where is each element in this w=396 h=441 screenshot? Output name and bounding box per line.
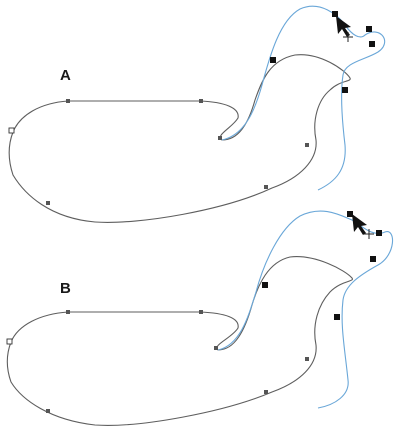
anchor-point[interactable] — [46, 201, 50, 205]
anchor-point[interactable] — [264, 185, 268, 189]
arrow-cursor-icon — [336, 16, 351, 37]
anchor-point[interactable] — [46, 409, 50, 413]
anchor-point[interactable] — [305, 143, 309, 147]
anchor-point-endpoint[interactable] — [8, 127, 15, 134]
selected-anchor[interactable] — [332, 11, 338, 17]
crosshair-icon — [364, 229, 374, 239]
arrow-cursor-icon — [352, 214, 367, 235]
selected-anchor[interactable] — [347, 211, 353, 217]
modified-path-a — [221, 5, 385, 191]
original-path-b — [6, 256, 353, 426]
anchor-point[interactable] — [214, 346, 218, 350]
selected-anchor[interactable] — [376, 230, 382, 236]
anchor-point[interactable] — [199, 99, 203, 103]
panel-label-b: B — [60, 280, 71, 297]
selected-anchor[interactable] — [270, 57, 276, 63]
selected-anchor[interactable] — [366, 26, 372, 32]
anchor-point[interactable] — [66, 99, 70, 103]
selected-anchor[interactable] — [262, 282, 268, 288]
selected-anchor[interactable] — [334, 314, 340, 320]
selected-anchor[interactable] — [370, 256, 376, 262]
anchor-point[interactable] — [66, 310, 70, 314]
selected-anchor[interactable] — [369, 41, 375, 47]
crosshair-icon — [343, 32, 353, 42]
panel-b: B — [6, 210, 393, 426]
anchor-point[interactable] — [218, 136, 222, 140]
panel-a: A — [8, 5, 385, 223]
selected-anchor[interactable] — [342, 87, 348, 93]
original-path-a — [8, 54, 351, 223]
panel-label-a: A — [60, 67, 71, 84]
anchor-point-endpoint[interactable] — [6, 338, 13, 345]
anchor-point[interactable] — [305, 357, 309, 361]
anchor-point[interactable] — [199, 310, 203, 314]
modified-path-b — [217, 210, 393, 409]
anchor-point[interactable] — [264, 390, 268, 394]
